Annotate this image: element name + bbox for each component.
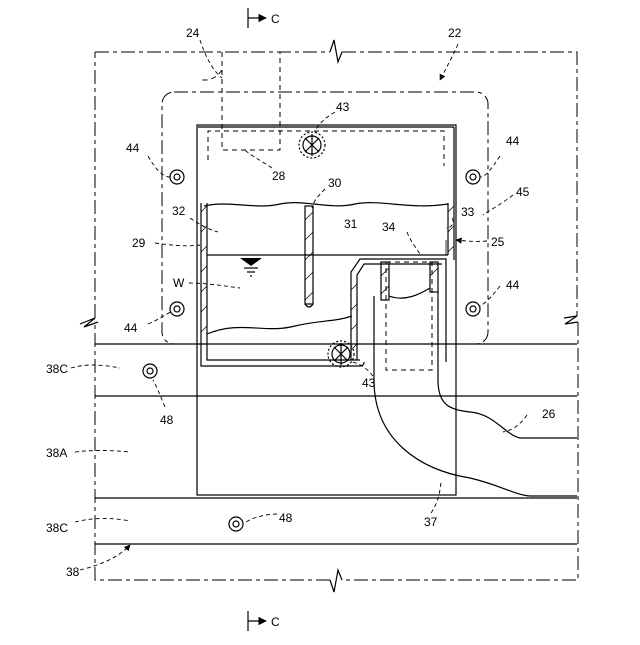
label-44-bottom-right: 44 [506,278,520,292]
label-38C-upper: 38C [46,362,68,376]
water-top-surface [204,203,448,206]
label-48-upper: 48 [160,413,174,427]
bolt-44-bottom-left [170,302,184,316]
baffle [305,206,313,307]
housing [197,125,456,495]
bolt-44-top-right [466,170,480,184]
drain-pipe [374,292,577,496]
label-43-lower: 43 [362,376,376,390]
label-31: 31 [344,217,358,231]
screw-upper [299,132,325,158]
section-mark-top: C [248,8,280,28]
section-mark-bottom: C [248,611,280,631]
label-44-top-left: 44 [126,141,140,155]
label-45: 45 [516,185,530,199]
label-29: 29 [132,236,146,250]
label-38A: 38A [46,446,67,460]
section-label-top: C [271,12,280,26]
label-26: 26 [542,407,556,421]
screw-lower [328,341,354,367]
label-48-lower: 48 [279,511,293,525]
label-25: 25 [491,235,505,249]
label-44-top-right: 44 [506,134,520,148]
label-24: 24 [186,26,200,40]
bolt-48-lower [229,517,243,531]
outlet-channel [351,240,446,370]
reference-labels: 24 22 43 44 44 28 30 45 32 33 31 34 29 2… [46,26,556,579]
tank-cover [208,131,444,166]
water-level-symbol [240,258,262,276]
label-30: 30 [328,176,342,190]
tank [198,127,454,366]
label-33: 33 [461,205,475,219]
label-38C-lower: 38C [46,521,68,535]
section-label-bottom: C [271,615,280,629]
label-28: 28 [272,169,286,183]
rails [95,344,577,544]
label-38: 38 [66,565,80,579]
label-W: W [173,276,185,290]
bolt-44-bottom-right [466,302,480,316]
label-34: 34 [382,220,396,234]
label-32: 32 [172,204,186,218]
water-bottom-surface [207,316,352,334]
label-37: 37 [424,515,438,529]
label-44-bottom-left: 44 [124,321,138,335]
leader-lines [71,40,527,570]
bolt-44-top-left [170,170,184,184]
label-43-upper: 43 [336,100,350,114]
bolt-48-upper [143,364,157,378]
outer-panel [80,40,578,592]
label-22: 22 [448,26,462,40]
mounting-plate [162,92,488,344]
